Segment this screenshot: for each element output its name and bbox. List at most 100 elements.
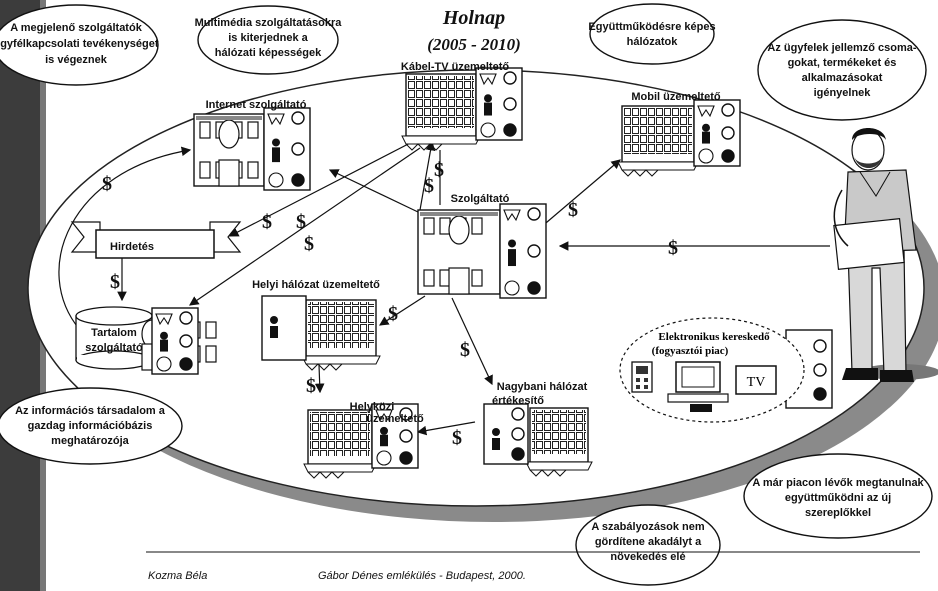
money-symbol: $: [424, 175, 434, 197]
bubble-customers-line-2: gokat, termékeket és: [788, 57, 897, 69]
wholesale-person-icon: [492, 428, 500, 436]
bubble-regulation-line-1: A szabályozások nem: [591, 521, 705, 533]
wholesale-building: [525, 407, 593, 477]
bubble-top-left-shape: [0, 4, 159, 86]
money-symbol: $: [460, 339, 470, 361]
ecommerce-status-dot: [813, 339, 827, 353]
bubble-multimedia-line-3: hálózati képességek: [215, 47, 322, 59]
bubble-regulation-line-2: gördítene akadályt a: [595, 536, 702, 548]
link-cable-content: [189, 147, 421, 306]
bubble-regulation-line-3: növekedés elé: [610, 551, 685, 563]
internet-provider-label: Internet szolgáltató: [206, 99, 307, 111]
bubble-cooperation-line-1: Együttműködésre képes: [588, 21, 715, 33]
bubble-cooperation-line-2: hálózatok: [627, 36, 679, 48]
ecommerce-node: Elektronikus kereskedő (fogyasztói piac)…: [619, 317, 805, 423]
wholesale-status-dot: [511, 447, 525, 461]
bubble-multimedia-shape: [197, 5, 339, 75]
bubble-customers-line-4: igényelnek: [814, 87, 872, 99]
banner-left-tail: [70, 221, 101, 253]
local-person-body: [270, 326, 278, 338]
connection-lines: [58, 139, 830, 436]
tv-label: TV: [747, 375, 766, 390]
bubble-information-line-1: Az információs társadalom a: [15, 405, 166, 417]
footer-event: Gábor Dénes emlékülés - Budapest, 2000.: [318, 570, 526, 582]
local-network-building: [301, 299, 381, 371]
building-nodes: [141, 67, 833, 479]
bubble-regulation-shape: [575, 504, 721, 586]
tv-icon: [735, 365, 777, 395]
content-panel-building: [141, 307, 217, 375]
link-content-internet: [58, 146, 192, 331]
bubble-cooperation-shape: [589, 3, 715, 65]
bubble-multimedia-line-1: Multimédia szolgáltatásokra: [195, 17, 343, 29]
diagram-title: Holnap: [442, 7, 505, 29]
wholesale-person-body: [492, 438, 500, 450]
ecommerce-status-dot: [813, 387, 827, 401]
bubble-market-shape: [743, 453, 933, 539]
wholesale-label-1: Nagybani hálózat: [497, 381, 588, 393]
interlocal-label-2: üzemeltető: [366, 413, 424, 425]
banner-body: [95, 229, 215, 259]
cylinder-top: [75, 306, 153, 326]
money-symbol: $: [568, 199, 578, 221]
bubble-information-line-2: gazdag információbázis: [28, 420, 153, 432]
link-provider-local: [378, 295, 426, 326]
money-symbol: $: [388, 303, 398, 325]
bubble-customers-line-1: Az ügyfelek jellemző csoma-: [767, 42, 916, 54]
wholesale-label-2: értékesítő: [492, 395, 544, 407]
internet-provider-building: [193, 107, 311, 191]
mobile-operator-building: [617, 99, 741, 177]
bubble-multimedia-line-2: is kiterjednek a: [228, 32, 308, 44]
bubble-customers-line-3: alkalmazásokat: [802, 72, 883, 84]
local-person-icon: [270, 316, 278, 324]
bubble-top-left-line-1: A megjelenő szolgáltatók: [10, 22, 143, 34]
money-symbol: $: [452, 427, 462, 449]
money-symbol: $: [668, 237, 678, 259]
bubble-customers-shape: [757, 19, 927, 121]
money-symbol: $: [296, 211, 306, 233]
bubble-top-left-line-2: ügyfélkapcsolati tevékenységet: [0, 38, 159, 50]
bubble-information-shape: [0, 387, 183, 465]
customer-figure: [833, 128, 938, 382]
bubble-top-left-line-3: is végeznek: [45, 54, 108, 66]
bubble-information-line-3: meghatározója: [51, 435, 130, 447]
money-symbol: $: [262, 211, 272, 233]
link-provider-mobile: [539, 159, 621, 229]
money-symbol: $: [434, 159, 444, 181]
ecommerce-label-1: Elektronikus kereskedő: [658, 331, 770, 343]
local-network-panel: [261, 295, 307, 361]
money-flows: $ $ $ $ $ $ $ $ $ $ $ $ $: [102, 159, 678, 449]
interlocal-label-1: Helyközi: [350, 401, 395, 413]
content-provider-node: Tartalom szolgáltató: [75, 306, 153, 370]
bubble-market-line-2: együttműködni az új: [785, 492, 891, 504]
customer-folder: [833, 218, 905, 270]
speech-bubbles: A megjelenő szolgáltatók ügyfélkapcsolat…: [0, 3, 933, 586]
wholesale-status-dot: [511, 427, 525, 441]
money-symbol: $: [306, 375, 316, 397]
ecommerce-label-2: (fogyasztói piac): [652, 345, 729, 357]
link-wholesale-interlocal: [416, 421, 476, 436]
bubble-market-line-1: A már piacon lévők megtanulnak: [752, 477, 924, 489]
money-symbol: $: [304, 233, 314, 255]
wholesale-status-dot: [511, 407, 525, 421]
banner-label: Hirdetés: [110, 241, 154, 253]
money-symbol: $: [102, 173, 112, 195]
interlocal-building: [303, 403, 419, 479]
mobile-operator-label: Mobil üzemeltető: [631, 91, 721, 103]
money-symbol: $: [110, 271, 120, 293]
diagram-subtitle: (2005 - 2010): [427, 35, 520, 54]
content-provider-label-2: szolgáltató: [85, 342, 143, 354]
link-cable-banner: [228, 139, 417, 237]
advertising-banner: Hirdetés: [70, 221, 242, 259]
provider-label: Szolgáltató: [451, 193, 510, 205]
local-network-label: Helyi hálózat üzemeltető: [252, 279, 380, 291]
provider-building: [417, 203, 547, 299]
link-provider-cable: [419, 140, 436, 211]
cable-operator-building: [401, 67, 523, 151]
footer-author: Kozma Béla: [148, 570, 207, 582]
content-provider-label-1: Tartalom: [91, 327, 137, 339]
cable-operator-label: Kábel-TV üzemeltető: [401, 61, 509, 73]
ecommerce-status-dot: [813, 363, 827, 377]
bubble-market-line-3: szereplőkkel: [805, 507, 871, 519]
